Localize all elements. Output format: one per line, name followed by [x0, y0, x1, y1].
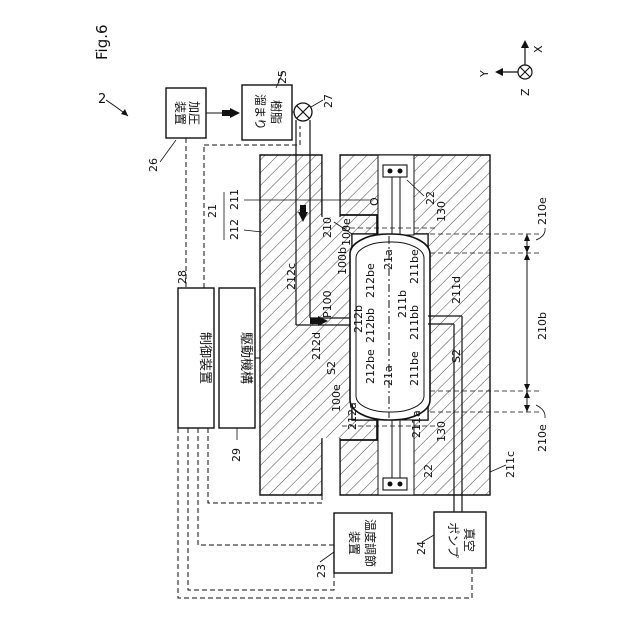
controller-label: 制御装置	[197, 332, 212, 384]
axis-y-label: Y	[478, 70, 491, 78]
temp-ctrl-label-1: 温度調節	[363, 519, 378, 567]
ref-212be-top: 212be	[364, 263, 377, 298]
ref-21a-bottom: 21a	[382, 365, 395, 386]
ref-100e-bottom: 100e	[330, 384, 343, 412]
ref-29: 29	[230, 448, 243, 462]
coordinate-axes: X Y Z	[478, 40, 545, 96]
ref-211be-bottom: 211be	[408, 351, 421, 386]
ref-212c: 212c	[285, 263, 298, 290]
pressurizer-box: 加圧 装置	[166, 88, 206, 138]
ref-S2-right: S2	[450, 349, 463, 363]
ref-130-bottom: 130	[435, 421, 448, 442]
ref-211a: 211a	[410, 410, 423, 438]
ref-211: 211	[228, 189, 241, 210]
ref-130-top: 130	[435, 201, 448, 222]
ref-211be-top: 211be	[408, 249, 421, 284]
ref-212b: 212b	[352, 305, 365, 333]
ref-212bb: 212bb	[364, 308, 377, 343]
ref-210e-bottom: 210e	[536, 424, 549, 452]
drive-box: 駆動機構	[219, 288, 255, 428]
ref-21: 21	[206, 204, 219, 218]
vacuum-pump-box: 真空 ポンプ	[434, 512, 486, 568]
ref-211d: 211d	[450, 276, 463, 304]
drive-label: 駆動機構	[238, 332, 253, 384]
controller-box: 制御装置	[178, 288, 214, 428]
ref-100e-top: 100e	[340, 218, 353, 246]
ref-100b: 100b	[336, 247, 349, 275]
ref-21a-top: 21a	[382, 249, 395, 270]
ref-26: 26	[147, 158, 160, 172]
ref-23: 23	[315, 564, 328, 578]
ref-S2-left: S2	[325, 361, 338, 375]
ref-P100: P100	[321, 290, 334, 318]
ref-211c: 211c	[504, 451, 517, 478]
ref-22-bottom: 22	[422, 464, 435, 478]
ref-24: 24	[415, 541, 428, 555]
vacuum-pump-label-2: ポンプ	[446, 522, 460, 558]
ref-210b: 210b	[536, 312, 549, 340]
axis-x-label: X	[532, 45, 545, 53]
ref-212a: 212a	[346, 402, 359, 430]
ref-210: 210	[321, 217, 334, 238]
figure-label: Fig.6	[93, 24, 111, 60]
system-ref: 2	[98, 92, 106, 107]
ref-28: 28	[176, 270, 189, 284]
ref-211bb: 211bb	[408, 305, 421, 340]
ref-27: 27	[322, 94, 335, 108]
ref-25: 25	[276, 70, 289, 84]
ref-212d: 212d	[310, 332, 323, 360]
axis-z-label: Z	[519, 88, 532, 96]
temp-ctrl-label-2: 装置	[347, 531, 361, 555]
temp-ctrl-box: 温度調節 装置	[334, 513, 392, 573]
ref-210e-top: 210e	[536, 197, 549, 225]
vacuum-pump-label-1: 真空	[462, 528, 476, 552]
ref-212be-bottom: 212be	[364, 349, 377, 384]
resin-pool-box: 樹脂 溜まり	[242, 85, 292, 140]
pressurizer-label-1: 加圧	[187, 101, 201, 125]
ref-O: O	[368, 197, 381, 206]
ref-212: 212	[228, 219, 241, 240]
pressurizer-label-2: 装置	[173, 101, 187, 125]
resin-pool-label-1: 樹脂	[269, 100, 284, 124]
valve-icon	[294, 103, 312, 121]
resin-pool-label-2: 溜まり	[253, 94, 268, 130]
